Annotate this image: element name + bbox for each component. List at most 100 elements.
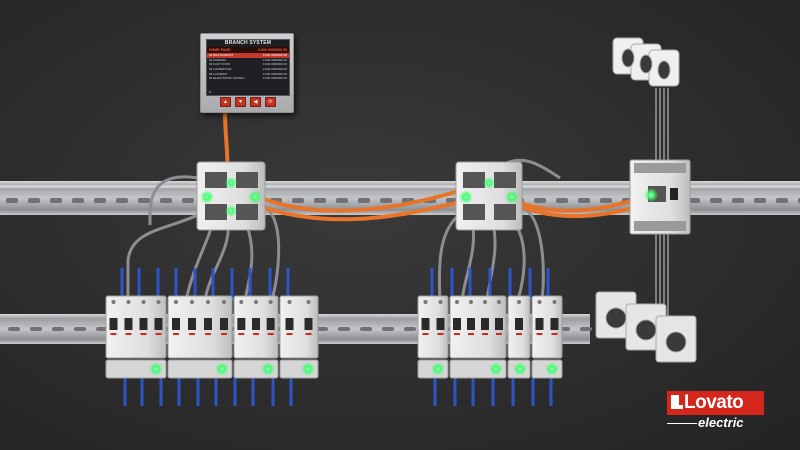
terminal-screw: [497, 300, 501, 304]
breaker-toggle: [550, 318, 559, 330]
up-key-icon[interactable]: ▲: [220, 97, 231, 107]
breaker-toggle: [188, 318, 196, 330]
circuit-breaker: [449, 295, 507, 359]
breaker-toggle: [495, 318, 503, 330]
bus-hub-left: [196, 161, 266, 231]
terminal-screw: [156, 300, 161, 304]
breaker-toggle: [285, 318, 294, 330]
rail-slot: [600, 198, 612, 203]
branch-value: 0.000 0000000.00: [262, 57, 287, 62]
back-key-icon[interactable]: ◀: [250, 97, 261, 107]
breaker-indicator: [482, 333, 488, 335]
branch-value: 0.000 0000000.00: [262, 53, 287, 58]
rail-slot: [160, 198, 172, 203]
status-led: [215, 362, 229, 376]
lovato-logo: Lovato electric: [667, 391, 764, 430]
refresh-key-icon[interactable]: ⟳: [265, 97, 276, 107]
terminal-screw: [268, 300, 273, 304]
screen-title: BRANCH SYSTEM: [224, 40, 272, 46]
branch-row[interactable]: 06 ELECTRONIC WORLD 0.000 0000000.00: [207, 76, 289, 81]
display-screen: BRANCH SYSTEM HOME PAGE 0.000 0000000.00…: [206, 39, 290, 96]
branch-row[interactable]: 01 RESTAURANT 0.000 0000000.00: [207, 53, 289, 58]
terminal-screw: [126, 300, 131, 304]
logo-badge: Lovato: [667, 391, 764, 415]
breaker-toggle: [421, 318, 430, 330]
breaker-indicator: [253, 333, 259, 335]
breaker-indicator: [125, 333, 132, 335]
terminal-screw: [483, 300, 487, 304]
branch-value: 0.000 0000000.00: [262, 62, 287, 67]
breaker-toggle: [124, 318, 133, 330]
rail-slot: [360, 327, 372, 331]
rail-slot: [74, 327, 86, 331]
breaker-toggle: [237, 318, 246, 330]
energy-display-unit: BRANCH SYSTEM HOME PAGE 0.000 0000000.00…: [200, 33, 294, 113]
terminal-screw: [469, 300, 473, 304]
breaker-indicator: [140, 333, 147, 335]
status-led: [513, 362, 527, 376]
rail-slot: [380, 198, 392, 203]
terminal-screw: [190, 300, 194, 304]
breaker-indicator: [496, 333, 502, 335]
breaker-indicator: [221, 333, 227, 335]
circuit-breaker: [167, 295, 233, 359]
brand-subtitle: electric: [698, 415, 744, 430]
branch-label: 01 RESTAURANT: [209, 53, 234, 58]
rail-slot: [8, 327, 20, 331]
rail-slot: [754, 198, 766, 203]
rail-slot: [182, 198, 194, 203]
home-page-row[interactable]: HOME PAGE 0.000 0000000.00: [207, 47, 289, 53]
split-core-cts: [612, 37, 680, 87]
breaker-indicator: [189, 333, 195, 335]
breaker-toggle: [154, 318, 163, 330]
breaker-toggle: [204, 318, 212, 330]
branch-row[interactable]: 05 LAUNDRY 0.000 0000000.00: [207, 71, 289, 76]
breaker-indicator: [205, 333, 211, 335]
rail-slot: [404, 327, 416, 331]
status-led: [431, 362, 445, 376]
breaker-indicator: [305, 333, 312, 335]
rail-slot: [338, 327, 350, 331]
circuit-breaker: [531, 295, 563, 359]
breaker-toggle: [109, 318, 118, 330]
breaker-indicator: [437, 333, 444, 335]
rail-slot: [94, 198, 106, 203]
terminal-screw: [141, 300, 146, 304]
rail-slot: [30, 327, 42, 331]
breaker-indicator: [110, 333, 117, 335]
breaker-indicator: [173, 333, 179, 335]
breaker-indicator: [468, 333, 474, 335]
status-led: [301, 362, 315, 376]
breaker-toggle: [172, 318, 180, 330]
branch-label: 06 ELECTRONIC WORLD: [209, 76, 245, 81]
branch-row[interactable]: 03 FAST FOOD 0.000 0000000.00: [207, 62, 289, 67]
circuit-breaker: [417, 295, 449, 359]
terminal-screw: [254, 300, 258, 304]
terminal-screw: [438, 300, 443, 304]
rail-slot: [28, 198, 40, 203]
breaker-toggle: [467, 318, 475, 330]
breaker-indicator: [286, 333, 293, 335]
branch-label: 03 FAST FOOD: [209, 62, 231, 67]
status-led: [489, 362, 503, 376]
home-page-label: HOME PAGE: [209, 48, 231, 52]
rail-slot: [710, 198, 722, 203]
breaker-toggle: [515, 318, 523, 330]
breaker-indicator: [454, 333, 460, 335]
terminal-screw: [306, 300, 311, 304]
down-key-icon[interactable]: ▼: [235, 97, 246, 107]
breaker-indicator: [551, 333, 558, 335]
rail-slot: [580, 327, 592, 331]
branch-row[interactable]: 04 GAMEROOM 0.000 0000000.00: [207, 67, 289, 72]
branch-value: 0.000 0000000.00: [262, 67, 287, 72]
breaker-toggle: [220, 318, 228, 330]
rail-slot: [72, 198, 84, 203]
breaker-indicator: [267, 333, 274, 335]
brand-name: Lovato: [684, 392, 744, 413]
rail-slot: [336, 198, 348, 203]
rail-slot: [96, 327, 108, 331]
branch-row[interactable]: 02 PARKING 0.000 0000000.00: [207, 58, 289, 63]
rail-slot: [688, 198, 700, 203]
